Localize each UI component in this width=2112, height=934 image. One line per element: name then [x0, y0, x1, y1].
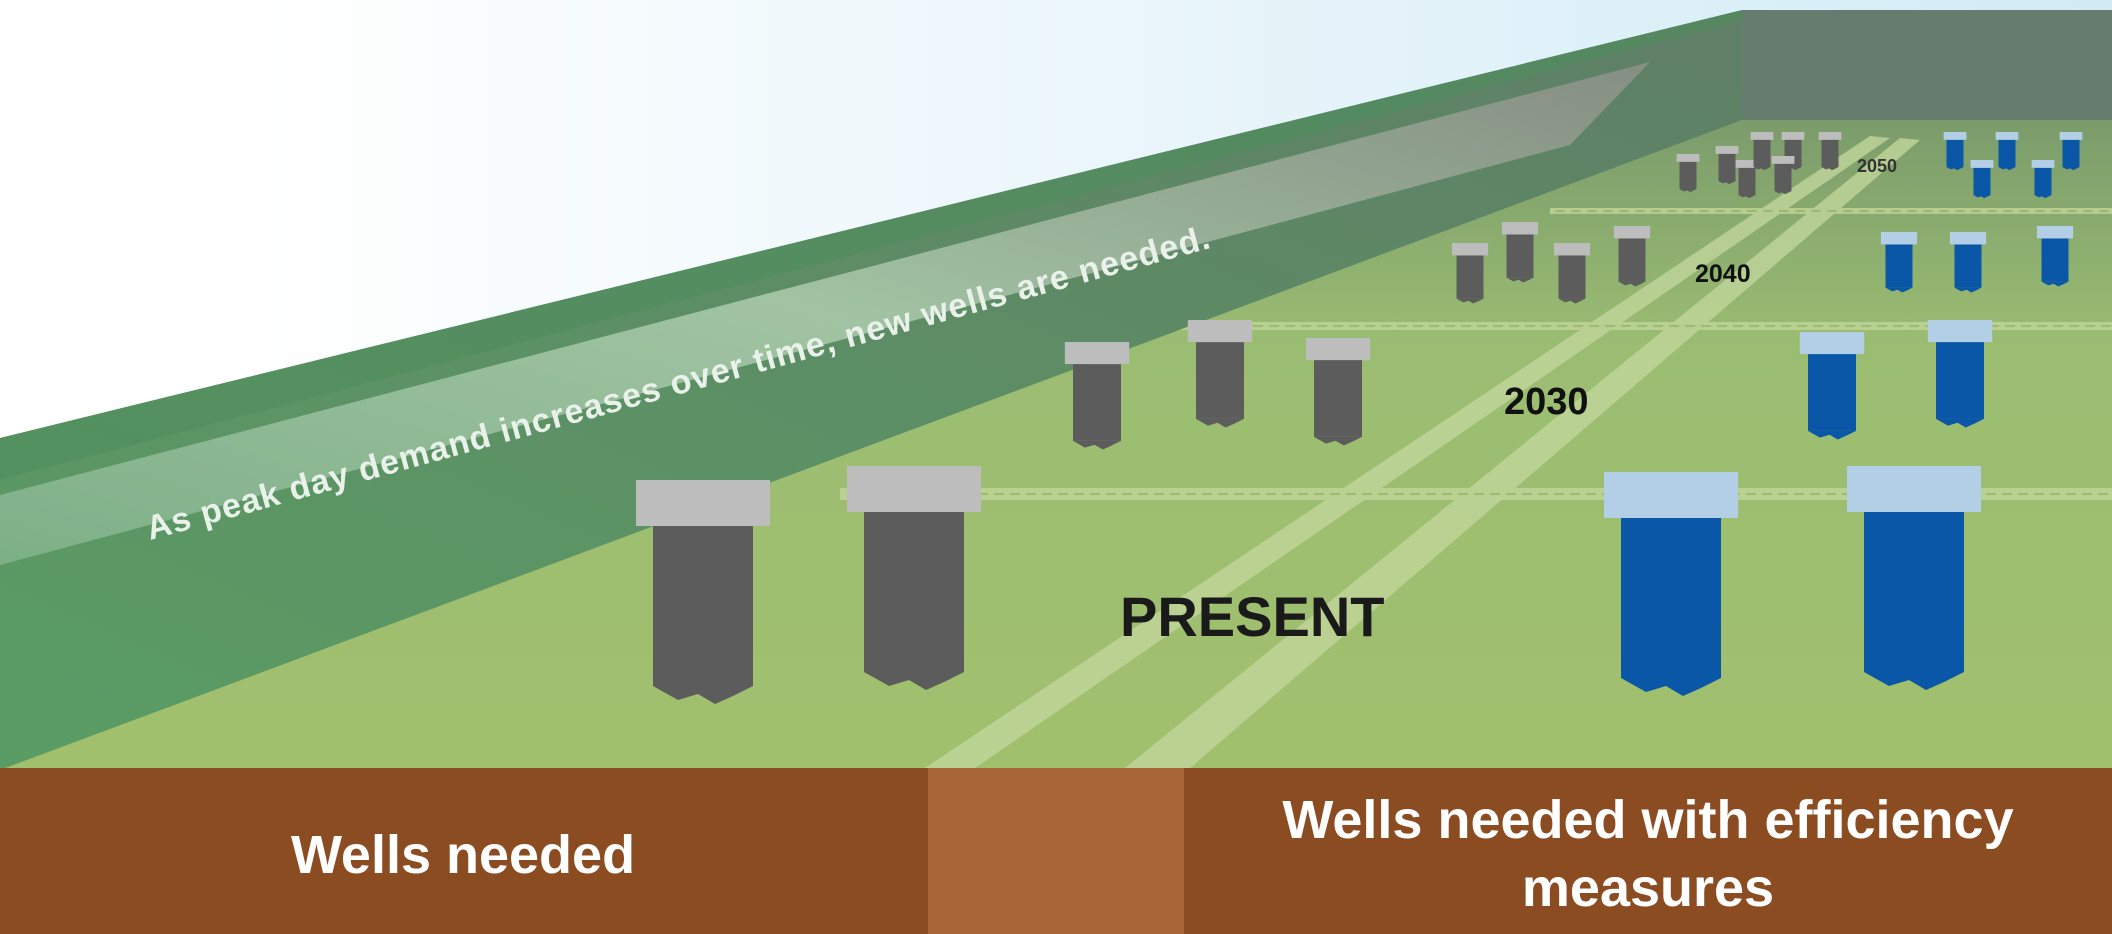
well-blue-2040: [1880, 232, 1918, 293]
demand-banner: [0, 62, 1650, 565]
wells-layer: [636, 132, 2083, 704]
well-blue-2030: [1927, 320, 1993, 428]
well-gray-2030: [1064, 342, 1130, 450]
well-blue-2040: [2036, 226, 2074, 287]
well-blue-present: [1604, 472, 1738, 696]
well-gray-present: [636, 480, 770, 704]
well-blue-present: [1847, 466, 1981, 690]
wall-top-edge: [0, 10, 1742, 480]
footer-right-label-line1: Wells needed with efficiency: [1282, 790, 2013, 850]
well-gray-2030: [1305, 338, 1371, 446]
well-gray-2050: [1818, 132, 1842, 171]
well-gray-2040: [1553, 243, 1591, 304]
well-blue-2050: [2059, 132, 2083, 171]
footer-left-label: Wells needed: [291, 825, 635, 885]
well-blue-2040: [1949, 232, 1987, 293]
well-blue-2050: [1995, 132, 2019, 171]
well-gray-present: [847, 466, 981, 690]
well-gray-2050: [1676, 154, 1700, 193]
soil-path: [928, 768, 1184, 934]
label-2040: 2040: [1695, 260, 1751, 288]
well-gray-2040: [1613, 226, 1651, 287]
well-gray-2050: [1735, 160, 1759, 199]
well-blue-2050: [1970, 160, 1994, 199]
well-gray-2050: [1771, 156, 1795, 195]
well-gray-2050: [1715, 146, 1739, 185]
well-gray-2040: [1451, 243, 1489, 304]
label-2030: 2030: [1504, 381, 1589, 423]
footer-right-label-line2: measures: [1522, 858, 1774, 918]
well-gray-2030: [1187, 320, 1253, 428]
well-blue-2050: [1943, 132, 1967, 171]
label-present: PRESENT: [1120, 585, 1385, 648]
far-wall: [1742, 10, 2112, 130]
well-blue-2050: [2031, 160, 2055, 199]
label-2050: 2050: [1857, 156, 1897, 176]
well-gray-2050: [1750, 132, 1774, 171]
well-gray-2040: [1501, 222, 1539, 283]
well-blue-2030: [1799, 332, 1865, 440]
